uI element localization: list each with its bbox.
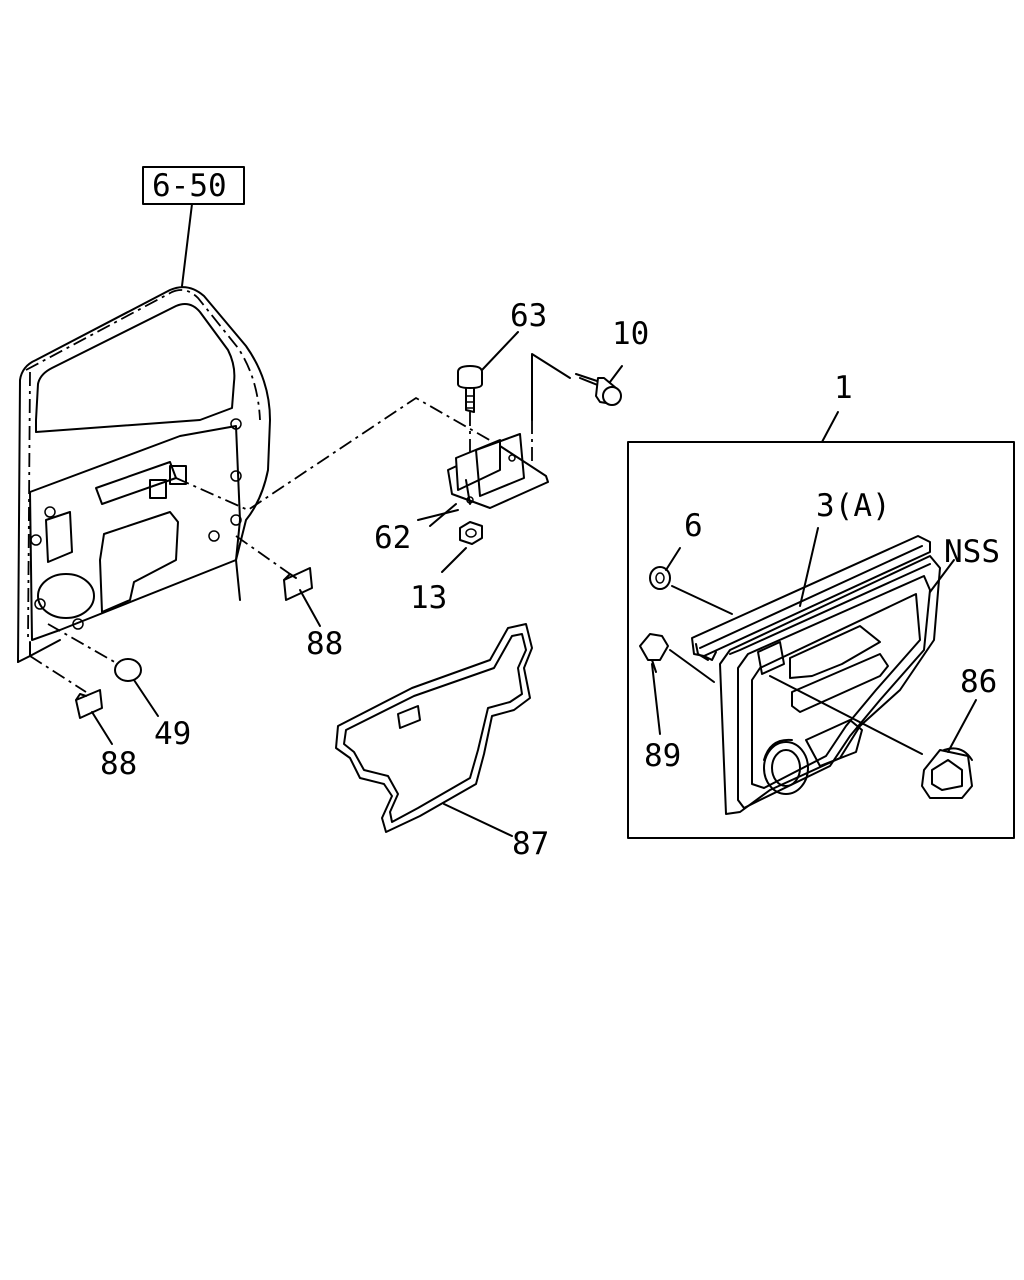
- plug-49: 49: [47, 623, 191, 752]
- callout-88-lower: 88: [100, 746, 137, 782]
- callout-6: 6: [684, 508, 703, 544]
- bracket-62: 62: [374, 433, 549, 556]
- callout-1: 1: [834, 370, 853, 406]
- callout-88-upper: 88: [306, 626, 343, 662]
- trim-panel-assembly: 1 3(A) NSS 6 89: [627, 370, 1015, 839]
- nut-13: 13: [410, 521, 483, 616]
- reference-box: 6-50: [142, 166, 245, 287]
- door-shell: [17, 286, 271, 663]
- callout-13: 13: [410, 580, 447, 616]
- clip-88-lower: 88: [29, 655, 137, 782]
- callout-49: 49: [154, 716, 191, 752]
- callout-63: 63: [510, 298, 547, 334]
- seal-87: 87: [335, 623, 549, 862]
- callout-89: 89: [644, 738, 681, 774]
- callout-nss: NSS: [944, 534, 1000, 570]
- reference-label: 6-50: [152, 168, 227, 204]
- callout-87: 87: [512, 826, 549, 862]
- callout-86: 86: [960, 664, 997, 700]
- clip-88-upper: 88: [235, 535, 343, 662]
- callout-3a: 3(A): [816, 488, 891, 524]
- callout-62: 62: [374, 520, 411, 556]
- callout-10: 10: [612, 316, 649, 352]
- bolt-10: 10: [531, 316, 649, 466]
